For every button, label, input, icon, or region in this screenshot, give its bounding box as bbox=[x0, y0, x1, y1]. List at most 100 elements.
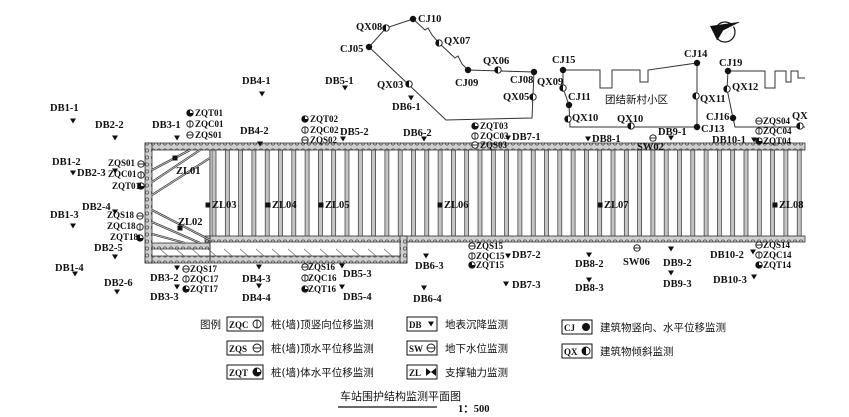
retaining-wall bbox=[204, 235, 806, 243]
db-symbol-icon bbox=[421, 285, 427, 291]
station-structure bbox=[144, 142, 806, 264]
qx-symbol-icon bbox=[435, 39, 443, 47]
zl-symbol-icon bbox=[205, 202, 211, 208]
zqs-symbol-icon bbox=[468, 242, 476, 250]
legend-text: 建筑物倾斜监测 bbox=[600, 345, 674, 358]
strut bbox=[451, 149, 456, 238]
monitoring-point-zqt14: ZQT14 bbox=[755, 260, 792, 270]
db-symbol-icon bbox=[408, 95, 414, 101]
monitoring-point-db10-3: DB10-3 bbox=[713, 274, 757, 286]
retaining-wall bbox=[144, 255, 408, 264]
monitoring-point-db6-3: DB6-3 bbox=[415, 253, 444, 272]
zl-symbol-icon bbox=[437, 202, 443, 208]
point-label: CJ10 bbox=[418, 14, 441, 25]
point-label: ZQT04 bbox=[763, 136, 792, 146]
db-symbol-icon bbox=[174, 284, 180, 290]
db-symbol-icon bbox=[585, 136, 591, 142]
monitoring-point-qx03: QX03 bbox=[377, 80, 413, 91]
legend-text: 桩(墙)顶竖向位移监测 bbox=[271, 318, 374, 331]
db-symbol-icon bbox=[257, 141, 263, 147]
zqs-symbol-icon bbox=[182, 265, 190, 273]
legend-text: 支撑轴力监测 bbox=[445, 366, 508, 379]
zqt-symbol-icon bbox=[186, 109, 194, 117]
monitoring-point-zqs15: ZQS15 bbox=[468, 241, 504, 251]
qx-symbol-icon bbox=[723, 85, 731, 93]
point-label: ZQC01 bbox=[108, 169, 137, 179]
cj-symbol-icon bbox=[724, 67, 732, 75]
monitoring-point-db8-3: DB8-3 bbox=[575, 277, 604, 294]
db-symbol-icon bbox=[112, 168, 118, 174]
db-symbol-icon bbox=[586, 277, 592, 283]
monitoring-point-db2-5: DB2-5 bbox=[94, 243, 123, 260]
monitoring-point-db6-4: DB6-4 bbox=[413, 285, 442, 305]
monitoring-point-db1-2: DB1-2 bbox=[52, 157, 81, 176]
qx-symbol-icon bbox=[405, 80, 413, 88]
monitoring-point-db2-6: DB2-6 bbox=[104, 278, 133, 295]
legend-code: DB bbox=[409, 320, 422, 330]
strut bbox=[224, 149, 230, 238]
monitoring-point-db3-3: DB3-3 bbox=[150, 284, 180, 303]
monitoring-point-zl04: ZL04 bbox=[265, 200, 297, 211]
legend-box bbox=[406, 364, 438, 380]
monitoring-point-zl02: ZL02 bbox=[177, 217, 203, 231]
point-label: ZQS01 bbox=[195, 130, 223, 140]
db-symbol-icon bbox=[668, 135, 674, 141]
legend-box bbox=[226, 364, 264, 380]
strut bbox=[544, 149, 549, 238]
point-label: ZL06 bbox=[444, 200, 469, 211]
db-symbol-icon bbox=[503, 281, 509, 287]
legend-code: ZL bbox=[409, 368, 421, 378]
zqs-symbol-icon bbox=[755, 117, 763, 125]
monitoring-point-zqs18: ZQS18 bbox=[107, 210, 144, 220]
point-label: CJ05 bbox=[340, 44, 363, 55]
db-symbol-icon bbox=[751, 274, 757, 280]
legend-text: 桩(墙)顶水平位移监测 bbox=[271, 342, 374, 355]
zqc-symbol-icon bbox=[136, 223, 144, 231]
monitoring-point-zqs01: ZQS01 bbox=[186, 130, 223, 140]
point-label: QX11 bbox=[700, 94, 726, 105]
db-symbol-icon bbox=[668, 270, 674, 276]
building-outline-1 bbox=[368, 18, 535, 121]
point-label: DB2-4 bbox=[82, 202, 111, 213]
point-label: ZQC16 bbox=[308, 273, 337, 283]
point-label: DB5-2 bbox=[340, 127, 369, 138]
cj-symbol-icon bbox=[365, 43, 373, 51]
cj-symbol-icon bbox=[530, 68, 538, 76]
qx-symbol-icon bbox=[382, 24, 390, 32]
point-label: DB8-2 bbox=[575, 259, 604, 270]
monitoring-point-sw06: SW06 bbox=[623, 244, 650, 268]
point-label: DB2-3 bbox=[77, 168, 106, 179]
monitoring-point-zqs14: ZQS14 bbox=[755, 240, 791, 250]
point-label: ZQC15 bbox=[476, 251, 505, 261]
strut bbox=[717, 149, 722, 238]
db-symbol-icon bbox=[423, 253, 429, 259]
db-symbol-icon bbox=[114, 289, 120, 295]
point-label: DB2-2 bbox=[95, 120, 124, 131]
zqt-symbol-icon bbox=[755, 137, 763, 145]
zl-symbol-icon bbox=[597, 202, 603, 208]
cj-symbol-icon bbox=[464, 66, 472, 74]
legend-code: ZQT bbox=[229, 368, 248, 378]
legend-box bbox=[226, 316, 264, 332]
point-label: ZQT03 bbox=[480, 121, 509, 131]
db-symbol-icon bbox=[174, 135, 180, 141]
zl-symbol-icon bbox=[318, 202, 324, 208]
strut bbox=[344, 149, 350, 238]
sw-symbol-icon bbox=[633, 244, 641, 252]
monitoring-point-cj09: CJ09 bbox=[455, 66, 478, 89]
point-label: CJ19 bbox=[719, 58, 742, 69]
point-label: DB8-1 bbox=[592, 134, 621, 145]
point-label: CJ09 bbox=[455, 78, 478, 89]
monitoring-point-db4-2: DB4-2 bbox=[240, 126, 269, 147]
monitoring-point-db1-3: DB1-3 bbox=[50, 210, 79, 229]
db-symbol-icon bbox=[751, 137, 757, 143]
point-label: CJ15 bbox=[552, 55, 575, 66]
strut bbox=[677, 149, 682, 238]
db-symbol-icon bbox=[70, 118, 76, 124]
monitoring-point-zl08: ZL08 bbox=[772, 200, 804, 211]
db-symbol-icon bbox=[505, 135, 511, 141]
strut bbox=[211, 149, 217, 238]
point-label: DB10-3 bbox=[713, 275, 747, 286]
monitoring-point-zqt15: ZQT15 bbox=[468, 260, 505, 270]
